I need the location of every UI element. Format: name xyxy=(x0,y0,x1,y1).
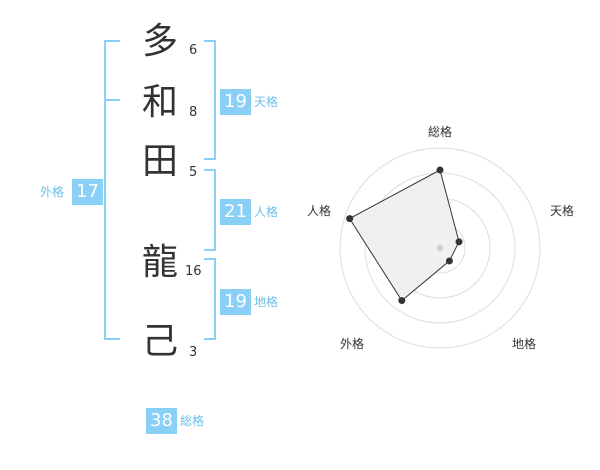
radar-label-jinkaku: 人格 xyxy=(307,204,332,218)
chikaku-label: 地格 xyxy=(254,295,279,309)
name-char-5: 己 xyxy=(141,321,178,362)
tenkaku-value: 19 xyxy=(220,89,251,115)
radar-label-soukaku: 総格 xyxy=(428,125,453,139)
radar-point xyxy=(436,166,444,174)
name-char-4: 龍 xyxy=(141,242,178,283)
tenkaku-label: 天格 xyxy=(254,95,279,109)
stroke-count-1: 6 xyxy=(189,43,198,58)
radar-center-dot xyxy=(437,245,443,251)
name-char-3: 田 xyxy=(141,141,178,182)
gaikaku-label: 外格 xyxy=(40,185,65,199)
gaikaku-bracket xyxy=(104,40,120,340)
radar-chart xyxy=(339,147,541,349)
tenkaku-bracket xyxy=(204,40,216,160)
stroke-count-5: 3 xyxy=(189,345,198,360)
radar-point xyxy=(455,238,463,246)
radar-label-tenkaku: 天格 xyxy=(550,204,575,218)
soukaku-value: 38 xyxy=(146,408,177,434)
radar-point xyxy=(398,297,406,305)
radar-points xyxy=(346,166,463,305)
name-char-2: 和 xyxy=(141,82,178,123)
stroke-count-2: 8 xyxy=(189,105,198,120)
jinkaku-bracket xyxy=(204,169,216,251)
radar-ring xyxy=(339,147,541,349)
gaikaku-value: 17 xyxy=(72,179,103,205)
radar-point xyxy=(346,215,354,223)
radar-label-gaikaku: 外格 xyxy=(340,337,365,351)
jinkaku-label: 人格 xyxy=(254,205,279,219)
radar-label-chikaku: 地格 xyxy=(512,337,537,351)
chikaku-value: 19 xyxy=(220,289,251,315)
gaikaku-bracket-tick xyxy=(104,99,120,101)
name-char-1: 多 xyxy=(141,21,178,62)
soukaku-label: 総格 xyxy=(180,414,205,428)
stroke-count-3: 5 xyxy=(189,165,198,180)
radar-point xyxy=(445,257,453,265)
jinkaku-value: 21 xyxy=(220,199,251,225)
stroke-count-4: 16 xyxy=(185,264,202,279)
chikaku-bracket xyxy=(204,258,216,340)
radar-area xyxy=(348,169,460,302)
